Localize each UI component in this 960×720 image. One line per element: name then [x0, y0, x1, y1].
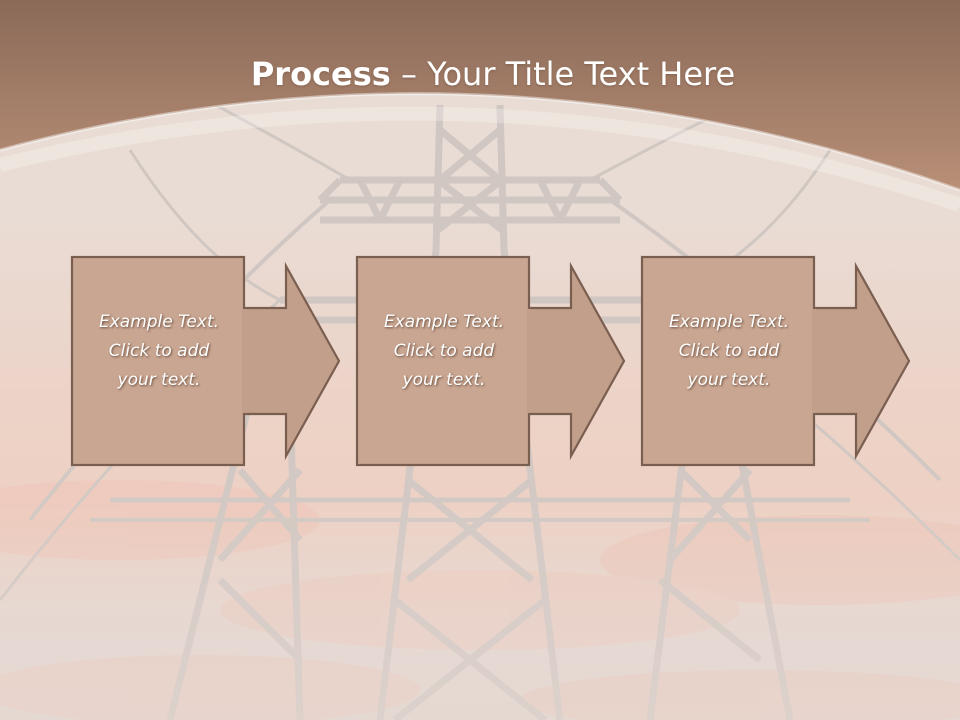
title-rest: Your Title Text Here	[427, 55, 736, 93]
step-text[interactable]: Example Text. Click to add your text.	[98, 312, 220, 390]
step-text[interactable]: Example Text. Click to add your text.	[668, 312, 790, 390]
right-arrow-icon	[813, 261, 911, 461]
slide-title[interactable]: Process – Your Title Text Here	[0, 54, 960, 94]
step-box	[355, 255, 531, 467]
step-shape	[70, 255, 341, 467]
step-shape	[355, 255, 626, 467]
step-box	[70, 255, 246, 467]
process-step-2[interactable]: Example Text. Click to add your text.	[355, 255, 626, 468]
title-bold: Process	[250, 55, 391, 93]
header-band	[0, 0, 960, 212]
right-arrow-icon	[528, 261, 626, 461]
process-step-3[interactable]: Example Text. Click to add your text.	[640, 255, 911, 468]
process-step-1[interactable]: Example Text. Click to add your text.	[70, 255, 341, 468]
step-box	[640, 255, 816, 467]
step-shape	[640, 255, 911, 467]
right-arrow-icon	[243, 261, 341, 461]
step-text[interactable]: Example Text. Click to add your text.	[383, 312, 505, 390]
title-dash: –	[390, 55, 428, 93]
